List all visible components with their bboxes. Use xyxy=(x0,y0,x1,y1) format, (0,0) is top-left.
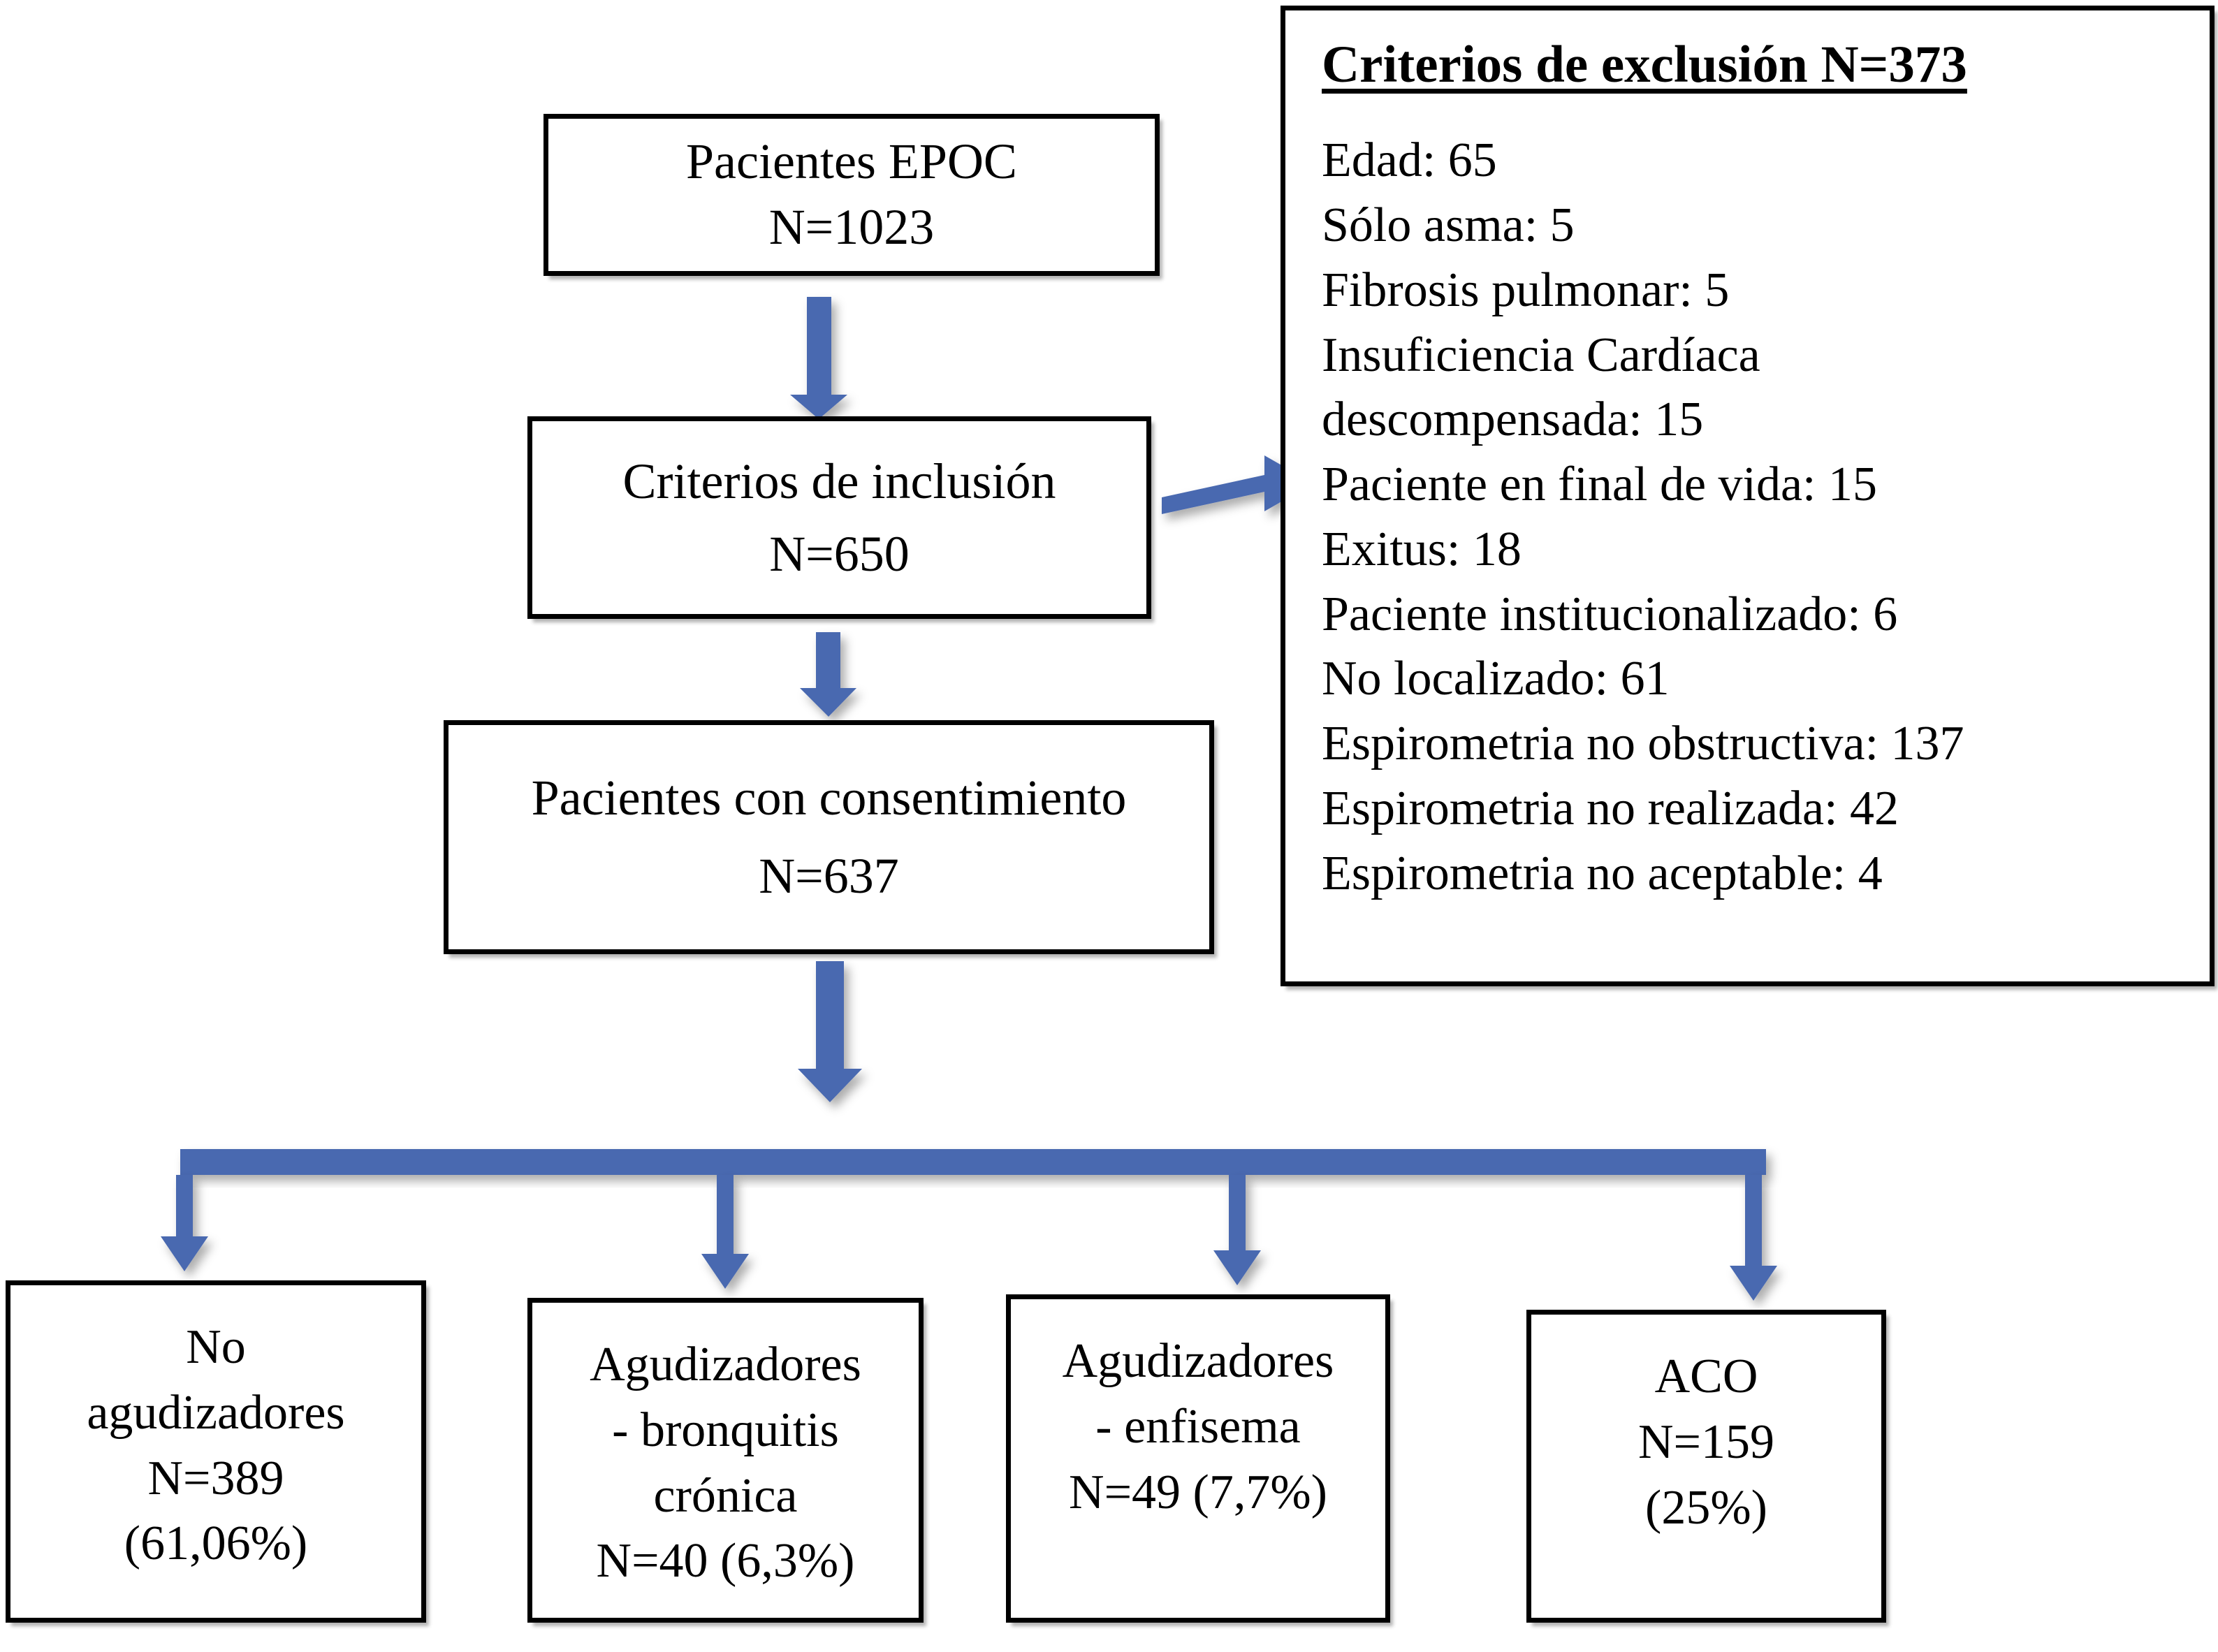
exclusion-item: Fibrosis pulmonar: 5 xyxy=(1322,263,1730,317)
exclusion-item: Exitus: 18 xyxy=(1322,522,1522,576)
exclusion-panel-title: Criterios de exclusión N=373 xyxy=(1322,36,1967,94)
arrow-epoc-to-inclusion xyxy=(790,297,847,419)
panel-criterios-exclusion: Criterios de exclusión N=373 Edad: 65 Só… xyxy=(1281,6,2215,986)
branch-arrow-1 xyxy=(161,1175,208,1271)
node-count: N=1023 xyxy=(768,199,935,255)
exclusion-item: Sólo asma: 5 xyxy=(1322,198,1575,253)
exclusion-item: descompensada: 15 xyxy=(1322,393,1704,447)
outcome-line: Agudizadores xyxy=(1062,1334,1334,1388)
outcome-percent: (25%) xyxy=(1645,1480,1767,1535)
node-title: Criterios de inclusión xyxy=(622,453,1056,509)
exclusion-item: Espirometria no aceptable: 4 xyxy=(1322,846,1883,900)
outcome-count: N=389 xyxy=(147,1451,284,1505)
node-count: N=637 xyxy=(759,847,899,904)
exclusion-item: Insuficiencia Cardíaca xyxy=(1322,328,1760,382)
node-title: Pacientes EPOC xyxy=(686,133,1017,190)
outcome-line: - enfisema xyxy=(1095,1399,1301,1454)
branch-arrow-4 xyxy=(1730,1175,1777,1301)
outcome-line: No xyxy=(186,1320,246,1374)
split-bar xyxy=(180,1149,1766,1175)
node-pacientes-consentimiento: Pacientes con consentimiento N=637 xyxy=(444,720,1214,954)
outcome-line: Agudizadores xyxy=(590,1338,861,1391)
outcome-count: N=49 (7,7%) xyxy=(1069,1465,1327,1519)
exclusion-item: Paciente en final de vida: 15 xyxy=(1322,458,1877,512)
node-criterios-inclusion: Criterios de inclusión N=650 xyxy=(527,416,1151,619)
outcome-percent: (61,06%) xyxy=(124,1516,308,1571)
exclusion-item: Espirometria no obstructiva: 137 xyxy=(1322,717,1964,771)
exclusion-item: Edad: 65 xyxy=(1322,133,1497,188)
node-title: Pacientes con consentimiento xyxy=(531,769,1127,826)
node-pacientes-epoc: Pacientes EPOC N=1023 xyxy=(543,114,1160,276)
outcome-line: ACO xyxy=(1654,1350,1758,1403)
arrow-consent-to-split xyxy=(798,961,862,1102)
outcome-no-agudizadores: No agudizadores N=389 (61,06%) xyxy=(6,1280,426,1623)
outcome-line: agudizadores xyxy=(87,1385,345,1440)
branch-arrow-3 xyxy=(1213,1175,1261,1285)
exclusion-criteria-list: Edad: 65 Sólo asma: 5 Fibrosis pulmonar:… xyxy=(1322,129,2210,906)
outcome-line: crónica xyxy=(653,1468,798,1523)
outcome-count: N=159 xyxy=(1637,1415,1775,1469)
outcome-agudizadores-bronquitis: Agudizadores - bronquitis crónica N=40 (… xyxy=(527,1298,924,1623)
node-count: N=650 xyxy=(769,526,910,582)
arrow-inclusion-to-consent xyxy=(800,632,856,717)
exclusion-item: Espirometria no realizada: 42 xyxy=(1322,781,1899,835)
branch-arrow-2 xyxy=(701,1175,749,1289)
outcome-aco: ACO N=159 (25%) xyxy=(1526,1310,1886,1623)
exclusion-item: Paciente institucionalizado: 6 xyxy=(1322,587,1898,641)
outcome-count: N=40 (6,3%) xyxy=(596,1534,855,1588)
outcome-agudizadores-enfisema: Agudizadores - enfisema N=49 (7,7%) xyxy=(1006,1294,1390,1623)
exclusion-item: No localizado: 61 xyxy=(1322,652,1670,706)
outcome-line: - bronquitis xyxy=(612,1403,839,1457)
